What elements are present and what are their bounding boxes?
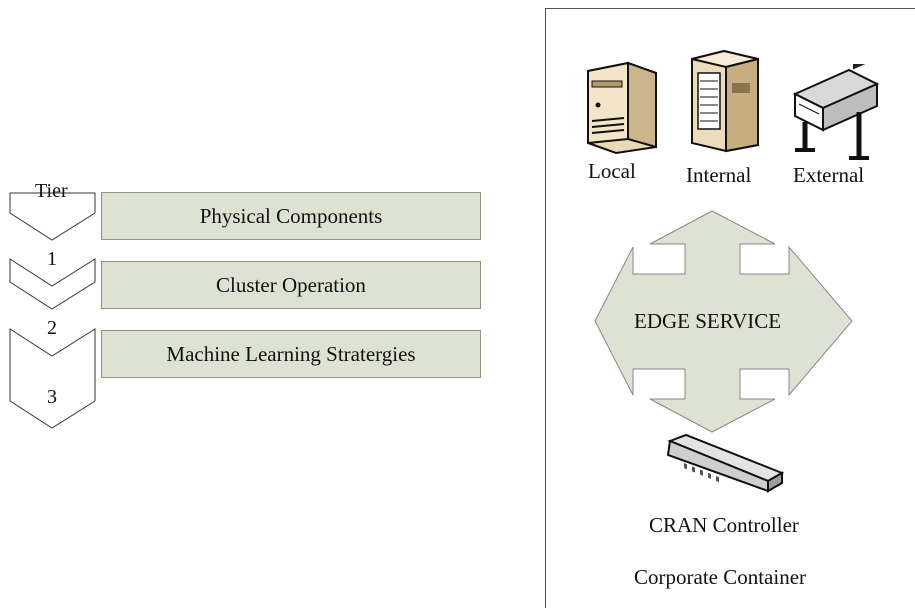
tier-box-physical-components: Physical Components xyxy=(101,192,481,240)
edge-service-label: EDGE SERVICE xyxy=(634,309,782,333)
network-switch-icon xyxy=(666,433,785,493)
four-way-arrow xyxy=(594,210,853,433)
device-label-external: External xyxy=(793,163,865,187)
tier-chevron-3 xyxy=(9,328,96,429)
tier-number-1: 1 xyxy=(47,248,57,270)
server-tower-icon xyxy=(587,61,657,155)
server-rack-icon xyxy=(691,49,759,153)
tier-number-2: 2 xyxy=(47,317,57,339)
cran-controller-label: CRAN Controller xyxy=(649,513,799,537)
tier-box-machine-learning: Machine Learning Stratergies xyxy=(101,330,481,378)
tier-chevron-column xyxy=(9,192,96,429)
corporate-container-label: Corporate Container xyxy=(634,565,807,589)
tier-chevron-1 xyxy=(9,192,96,241)
tier-heading: Tier xyxy=(35,180,68,202)
device-label-local: Local xyxy=(588,159,636,183)
corporate-container-panel: Local Internal External EDGE SERVICE CRA… xyxy=(545,8,915,608)
tier-box-cluster-operation: Cluster Operation xyxy=(101,261,481,309)
tier-chevron-2 xyxy=(9,258,96,310)
plotter-printer-icon xyxy=(792,64,880,160)
edge-service-arrow-shape xyxy=(594,210,853,433)
device-label-internal: Internal xyxy=(686,163,752,187)
tier-number-3: 3 xyxy=(47,386,57,408)
